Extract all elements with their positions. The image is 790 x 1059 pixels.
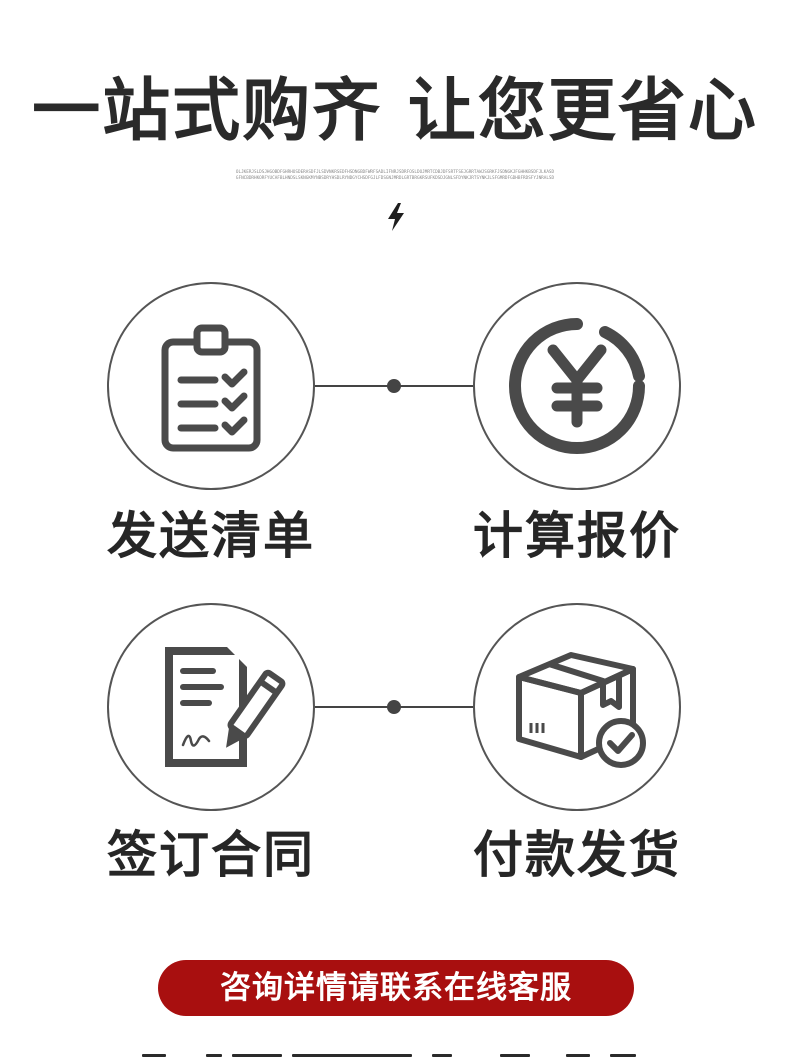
step-label-ship: 付款发货 (473, 826, 681, 884)
step-circle-ship (473, 603, 681, 811)
step-circle-send-list (107, 282, 315, 490)
step-circle-quote (473, 282, 681, 490)
connector-dot-row2 (387, 700, 401, 714)
step-circle-contract (107, 603, 315, 811)
step-label-send-list: 发送清单 (107, 507, 315, 565)
lightning-icon (388, 203, 404, 231)
contact-service-button[interactable]: 咨询详情请联系在线客服 (158, 960, 634, 1016)
step-label-contract: 签订合同 (107, 826, 315, 884)
next-section-fragment (0, 1048, 790, 1059)
connector-dot-row1 (387, 379, 401, 393)
contract-sign-icon (165, 647, 286, 767)
page-title: 一站式购齐 让您更省心 (32, 72, 758, 151)
decorative-fine-print: OLJKERJSLDSJHGOBDFGHRHOSDERASDFJLSDVNKRS… (235, 170, 555, 181)
package-check-icon (516, 652, 646, 768)
clipboard-checklist-icon (161, 324, 261, 452)
step-label-quote: 计算报价 (473, 507, 681, 565)
yen-coin-icon (509, 318, 645, 454)
